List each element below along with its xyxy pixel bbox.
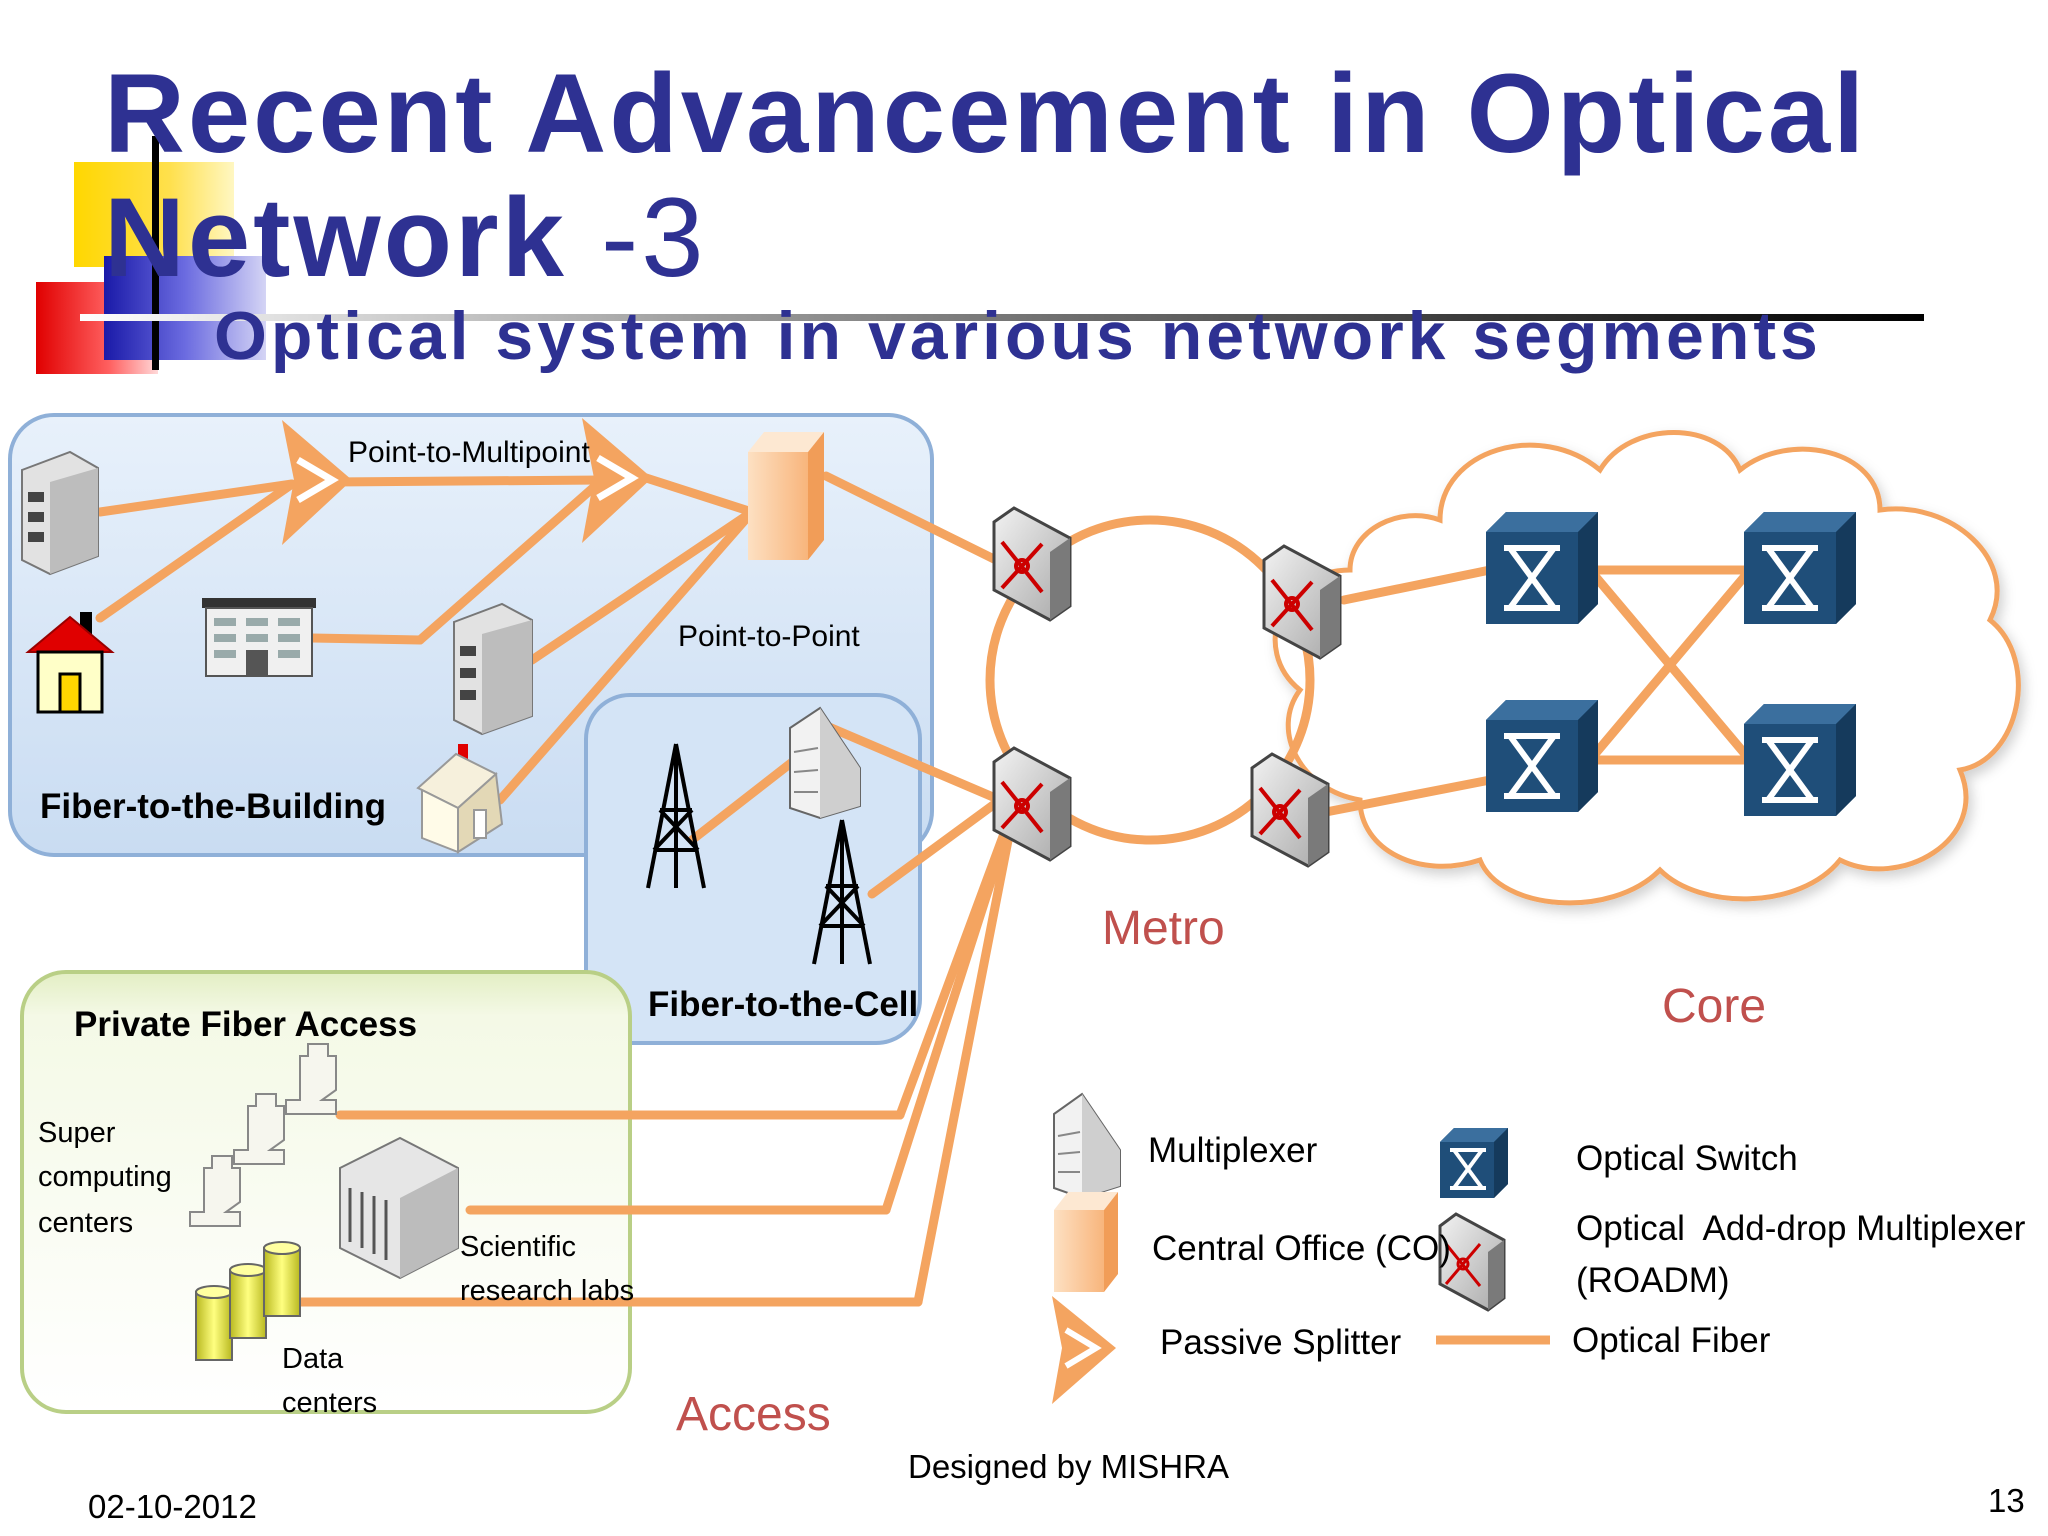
legend-central-office: Central Office (CO)	[1152, 1229, 1451, 1268]
label-super-computing-2: computing	[38, 1161, 172, 1193]
legend-passive-splitter: Passive Splitter	[1160, 1323, 1402, 1362]
label-fiber-to-the-cell: Fiber-to-the-Cell	[648, 985, 918, 1024]
roadm-icon	[1262, 544, 1342, 660]
label-data-centers-2: centers	[282, 1387, 377, 1419]
research-lab-icon	[339, 1136, 459, 1280]
label-metro: Metro	[1102, 902, 1225, 955]
metro-ring	[985, 515, 1315, 845]
central-office-icon	[748, 432, 824, 560]
optical-switch-icon	[1486, 700, 1598, 812]
title-rule	[80, 314, 1924, 321]
roadm-icon	[992, 746, 1072, 862]
label-point-to-multipoint: Point-to-Multipoint	[348, 436, 590, 469]
cell-tower-icon	[812, 819, 872, 965]
deco-vertical-rule	[152, 136, 159, 370]
title-suffix: -3	[566, 175, 707, 300]
label-fiber-to-the-building: Fiber-to-the-Building	[40, 787, 386, 826]
data-center-icon	[195, 1241, 301, 1361]
label-scientific-2: research labs	[460, 1275, 634, 1307]
label-data-centers-1: Data	[282, 1343, 344, 1375]
label-super-computing-1: Super	[38, 1117, 116, 1149]
office-building-icon	[453, 602, 533, 736]
legend-roadm-1: Optical Add-drop Multiplexer	[1576, 1209, 2026, 1248]
slide-title: Recent Advancement in Optical Network -3	[104, 52, 1984, 300]
central-office-icon	[1054, 1192, 1118, 1292]
optical-switch-icon	[1440, 1128, 1508, 1198]
label-point-to-point: Point-to-Point	[678, 620, 860, 653]
label-private-fiber-access: Private Fiber Access	[74, 1005, 417, 1044]
slide-subtitle: Optical system in various network segmen…	[214, 298, 1822, 374]
core-cloud	[1272, 430, 2021, 906]
optical-fibers	[95, 471, 1755, 1307]
title-text: Recent Advancement in Optical Network	[104, 51, 1868, 300]
label-super-computing-3: centers	[38, 1207, 133, 1239]
apartment-building-icon	[202, 598, 316, 677]
legend-optical-switch: Optical Switch	[1576, 1139, 1798, 1178]
label-scientific-1: Scientific	[460, 1231, 576, 1263]
legend-multiplexer: Multiplexer	[1148, 1131, 1318, 1170]
multiplexer-icon	[789, 706, 861, 820]
house-icon	[416, 744, 504, 854]
passive-splitter-icon	[1052, 1296, 1116, 1404]
footer-date: 02-10-2012	[88, 1488, 257, 1525]
label-core: Core	[1662, 980, 1766, 1033]
roadm-icon	[1250, 752, 1330, 868]
title-decoration	[36, 136, 1924, 374]
cell-tower-icon	[646, 743, 706, 889]
optical-switch-icon	[1744, 512, 1856, 624]
multiplexer-icon	[1053, 1092, 1121, 1200]
roadm-icon	[992, 506, 1072, 622]
page-number: 13	[1988, 1482, 2025, 1519]
label-access: Access	[676, 1388, 831, 1441]
deco-square-blue	[104, 256, 266, 360]
house-icon	[25, 612, 115, 714]
legend-roadm-2: (ROADM)	[1576, 1261, 1730, 1300]
roadm-icon	[1438, 1212, 1506, 1312]
legend-optical-fiber: Optical Fiber	[1572, 1321, 1771, 1360]
legend: Multiplexer Central Office (CO) Passive …	[1052, 1092, 2026, 1404]
office-building-icon	[21, 450, 99, 576]
passive-splitter-icon	[582, 418, 652, 543]
footer-credit: Designed by MISHRA	[908, 1448, 1229, 1485]
supercomputer-icon	[189, 1043, 337, 1227]
passive-splitter-icon	[282, 420, 352, 545]
optical-switch-icon	[1744, 704, 1856, 816]
optical-switch-icon	[1486, 512, 1598, 624]
